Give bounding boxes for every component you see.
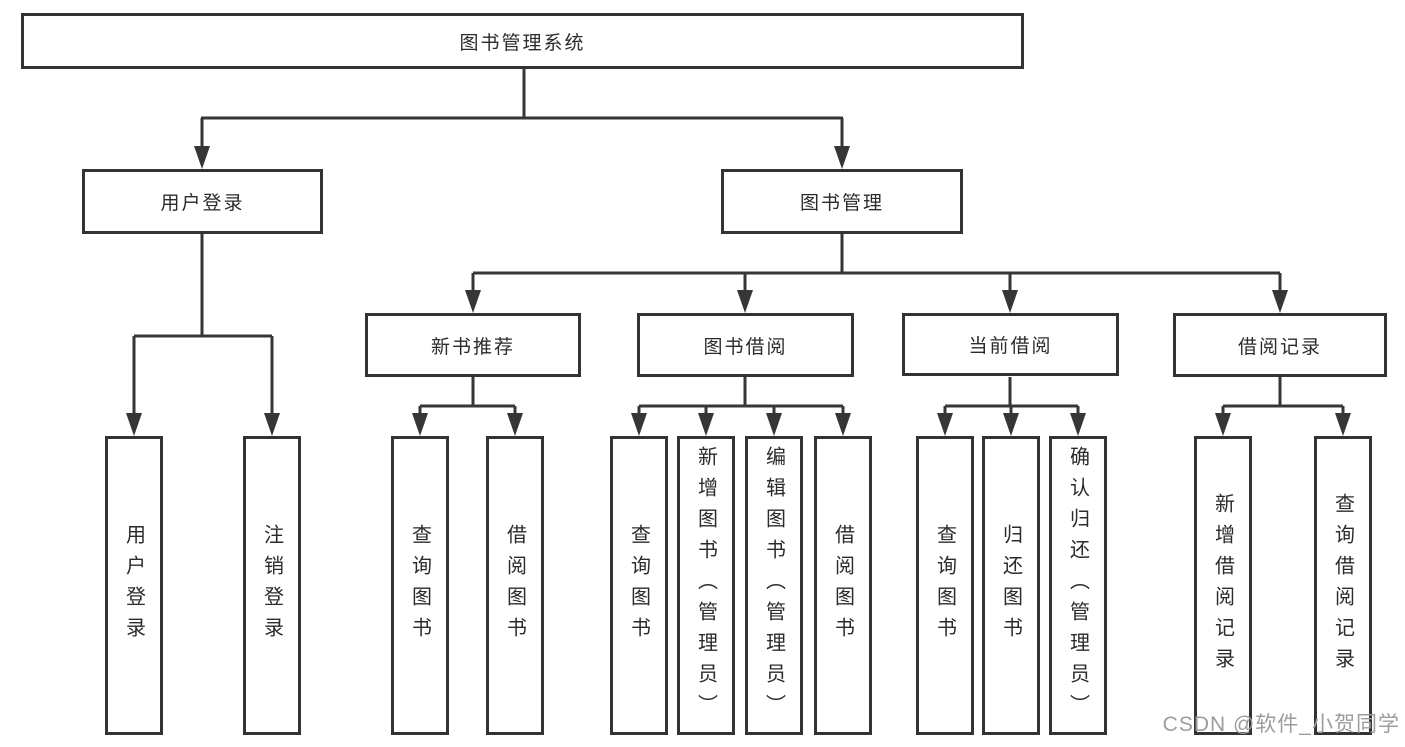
leaf-label: 确认归还（管理员） [1066,446,1089,725]
node-new-book-recommend: 新书推荐 [365,313,581,377]
leaf-label: 借阅图书 [503,523,526,648]
node-leaf-return-book: 归还图书 [982,436,1040,735]
node-leaf-user-login: 用户登录 [105,436,163,735]
node-leaf-add-book-admin: 新增图书（管理员） [677,436,735,735]
node-leaf-edit-book-admin: 编辑图书（管理员） [745,436,803,735]
node-leaf-query-borrow-record: 查询借阅记录 [1314,436,1372,735]
leaf-label: 归还图书 [999,523,1022,648]
csdn-watermark: CSDN @软件_小贺同学 [1162,713,1400,736]
arrowhead-down-icon [1003,413,1019,436]
arrowhead-down-icon [465,290,481,313]
leaf-label: 查询借阅记录 [1331,492,1354,679]
node-root: 图书管理系统 [21,13,1024,69]
node-current-borrowing-label: 当前借阅 [968,336,1053,357]
leaf-label: 查询图书 [408,523,431,648]
node-book-borrowing-label: 图书借阅 [703,336,788,358]
connector-path [132,69,1345,416]
arrowhead-down-icon [698,413,714,436]
arrowhead-down-icon [1215,413,1231,436]
node-leaf-confirm-return-admin: 确认归还（管理员） [1049,436,1107,735]
leaf-label: 查询图书 [627,523,650,648]
arrowhead-down-icon [1070,413,1086,436]
arrowhead-down-icon [835,413,851,436]
arrowhead-down-icon [937,413,953,436]
node-leaf-query-books-3: 查询图书 [916,436,974,735]
node-current-borrowing: 当前借阅 [902,313,1119,376]
node-book-management: 图书管理 [721,169,963,234]
arrowhead-down-icon [264,413,280,436]
arrowhead-down-icon [1272,290,1288,313]
arrowhead-down-icon [631,413,647,436]
arrowhead-down-icon [834,146,850,169]
node-leaf-add-borrow-record: 新增借阅记录 [1194,436,1252,735]
node-borrowing-records: 借阅记录 [1173,313,1387,377]
node-leaf-query-books-1: 查询图书 [391,436,449,735]
node-leaf-logout: 注销登录 [243,436,301,735]
node-leaf-query-books-2: 查询图书 [610,436,668,735]
leaf-label: 借阅图书 [831,523,854,648]
node-user-login: 用户登录 [82,169,323,234]
node-new-book-recommend-label: 新书推荐 [430,336,515,358]
leaf-label: 编辑图书（管理员） [762,446,785,725]
arrowhead-down-icon [1335,413,1351,436]
arrowhead-down-icon [507,413,523,436]
leaf-label: 新增借阅记录 [1211,492,1234,679]
arrowhead-down-icon [412,413,428,436]
leaf-label: 注销登录 [260,523,283,648]
leaf-label: 新增图书（管理员） [694,446,717,725]
arrowhead-down-icon [737,290,753,313]
node-book-borrowing: 图书借阅 [637,313,854,377]
node-book-management-label: 图书管理 [799,193,884,214]
arrowhead-down-icon [766,413,782,436]
node-root-label: 图书管理系统 [459,32,586,54]
arrowhead-down-icon [194,146,210,169]
leaf-label: 用户登录 [122,523,145,648]
node-leaf-borrow-books-2: 借阅图书 [814,436,872,735]
node-leaf-borrow-books-1: 借阅图书 [486,436,544,735]
leaf-label: 查询图书 [933,523,956,648]
node-user-login-label: 用户登录 [160,193,245,214]
arrowhead-down-icon [126,413,142,436]
node-borrowing-records-label: 借阅记录 [1237,336,1322,358]
arrowhead-down-icon [1002,290,1018,313]
